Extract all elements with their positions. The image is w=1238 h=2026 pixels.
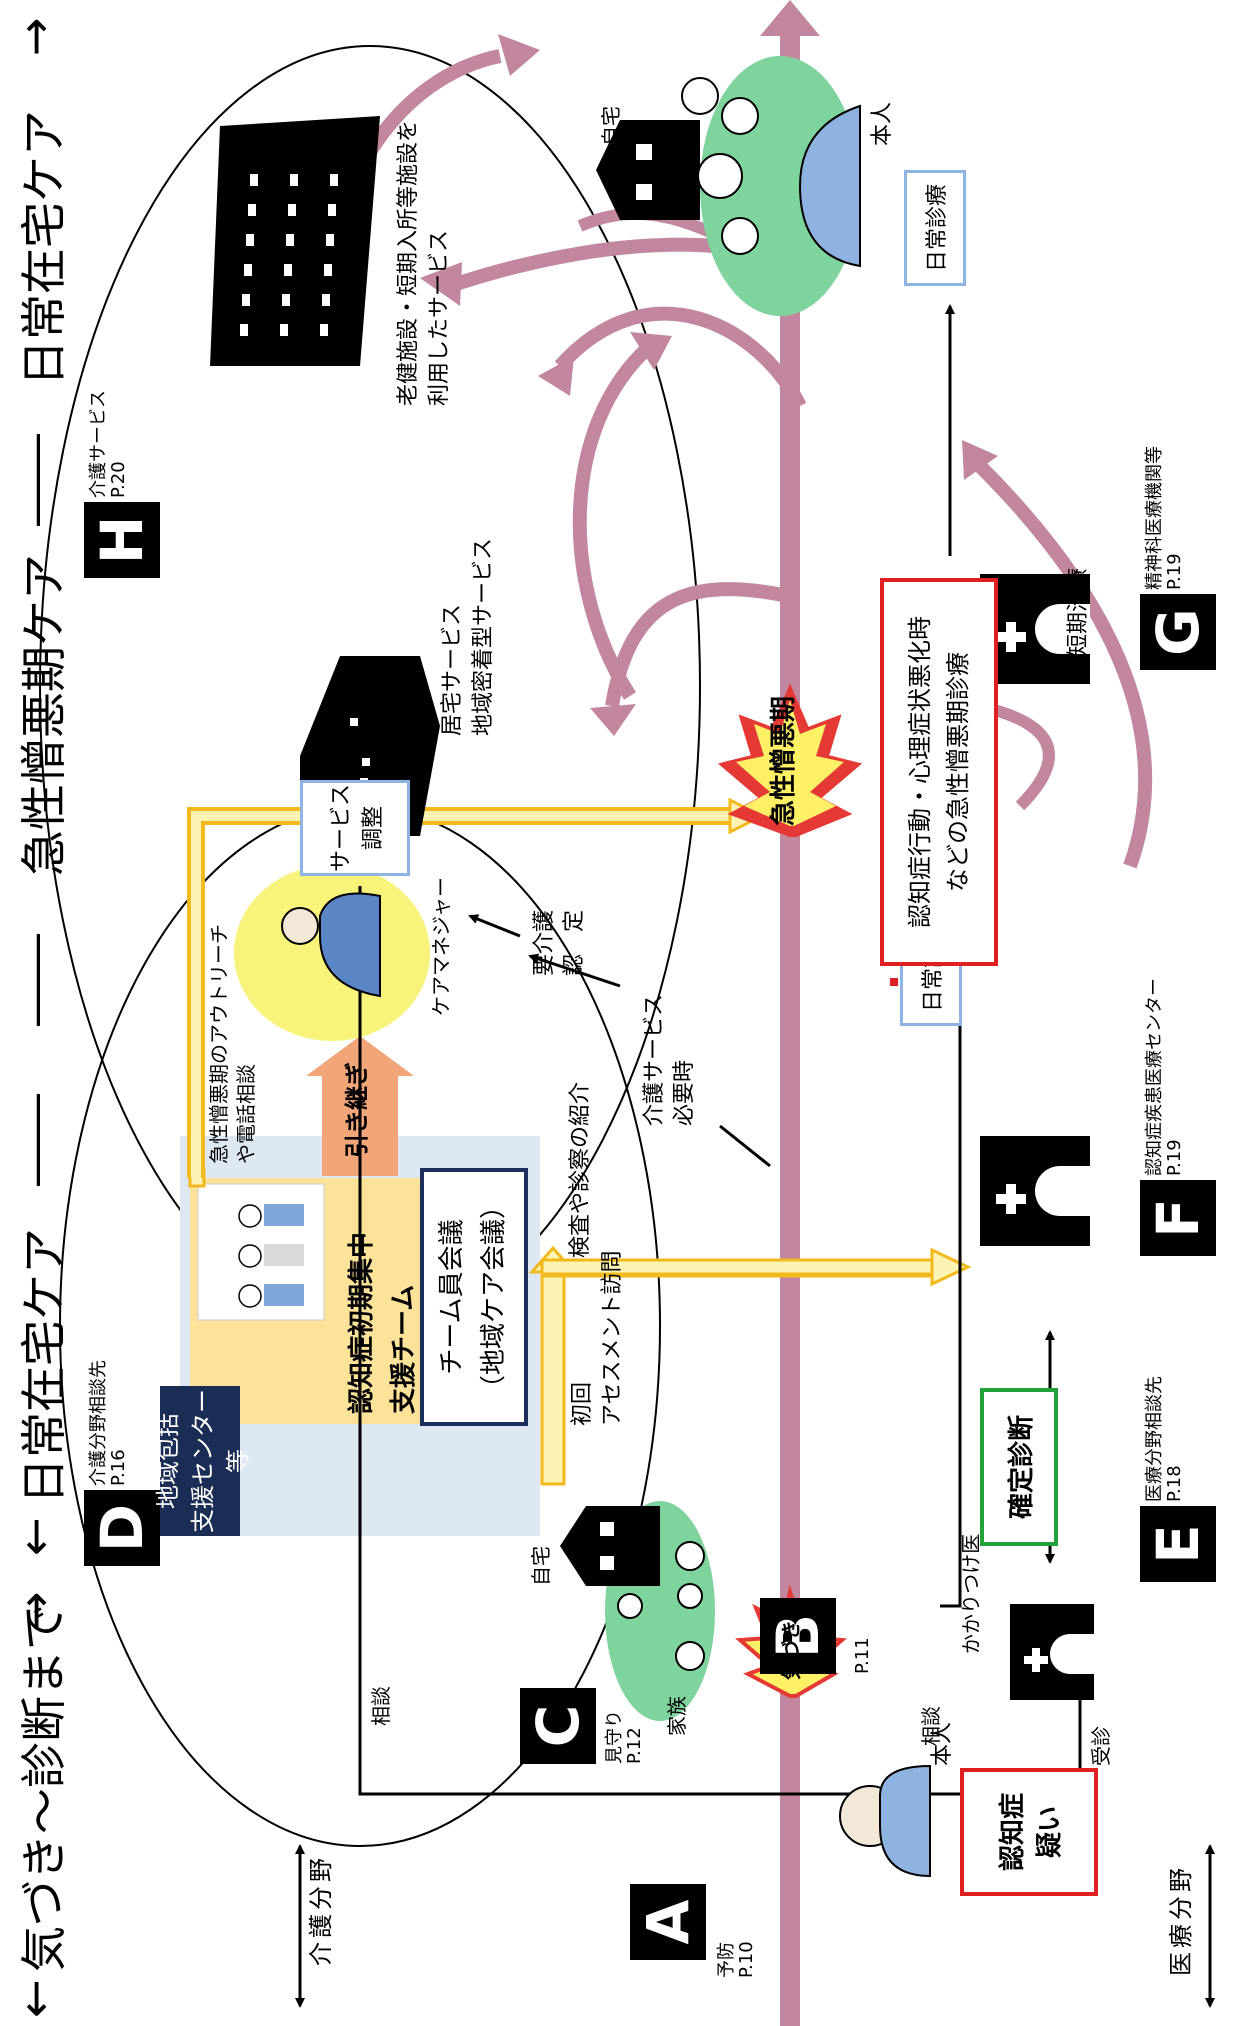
pink-curve-head-2 — [538, 356, 574, 396]
gp-label: かかりつけ医 — [959, 1533, 983, 1654]
phase-acute: 急性憎悪期ケア — [17, 554, 71, 876]
badge-d-page: P.16 — [108, 1449, 129, 1486]
team-people-icons — [238, 1204, 304, 1308]
home-label: 自宅 — [529, 1546, 553, 1586]
person-icon-patient — [839, 1764, 931, 1878]
badge-h-page: P.20 — [108, 461, 129, 498]
badge-a-page: P.10 — [736, 1941, 757, 1978]
pink-curve-head-1 — [590, 704, 636, 736]
badge-a-label: 予防 — [716, 1942, 737, 1978]
badge-h-label: 介護サービス — [88, 390, 109, 498]
badge-e-page: P.18 — [1164, 1465, 1185, 1502]
badge-b-page: P.11 — [852, 1637, 873, 1674]
home-services-label: 居宅サービス 地域密着型サービス — [440, 537, 496, 736]
pink-curve-medical-loop — [975, 461, 1153, 869]
pink-curve-head-5 — [498, 34, 540, 76]
exam-referral-label: 検査や診察の紹介 — [568, 1081, 593, 1258]
phase-arrow-right: → — [8, 1591, 62, 1630]
badge-c-label: 見守り — [604, 1710, 625, 1764]
home-building-icon — [560, 1506, 660, 1586]
pink-curve-head-3 — [630, 332, 672, 370]
badge-e-label: 医療分野相談先 — [1144, 1376, 1165, 1502]
badge-c-page: P.12 — [624, 1727, 645, 1764]
care-needed-label: 介護サービス 必要時 — [642, 993, 697, 1126]
phase-sep-3: ―― — [8, 434, 62, 526]
badge-a: A — [630, 1884, 706, 1960]
badge-g-label: 精神科医療機関等 — [1144, 446, 1165, 590]
team-meeting-box: チーム員会議 （地域ケア会議） — [420, 1168, 528, 1426]
awareness-label: 気づき — [779, 1620, 803, 1680]
visit-label: 受診 — [1089, 1726, 1113, 1766]
medical-field-label: 医療分野 — [1167, 1864, 1195, 1976]
community-center-box: 地域包括 支援センター等 — [154, 1386, 252, 1536]
badge-c: C — [520, 1688, 596, 1764]
pink-curve-to-home — [554, 306, 807, 410]
phase-arrow-left-2: ← — [8, 1517, 62, 1556]
consult-label-medical: 相談 — [919, 1706, 943, 1746]
badge-f-page: P.19 — [1164, 1139, 1185, 1176]
phase-home-care-2: 日常在宅ケア — [17, 110, 71, 386]
suspected-dementia-box: 認知症 疑い — [960, 1768, 1098, 1896]
family-people-icons — [617, 1541, 705, 1671]
hospital-icon-f — [980, 1136, 1090, 1246]
acute-burst-label: 急性憎悪期 — [769, 695, 799, 826]
confirmed-diagnosis-box: 確定診断 — [980, 1388, 1058, 1546]
initial-assessment-label: 初回 アセスメント訪問 — [570, 1250, 625, 1426]
phase-sep-2: ―― — [8, 934, 62, 1026]
acute-treatment-box — [890, 978, 898, 986]
badge-f-label: 認知症疾患医療センター — [1144, 978, 1165, 1176]
consult-label-left: 相談 — [369, 1686, 393, 1726]
acute-burst-inner — [736, 700, 844, 826]
hospital-icon-g — [980, 574, 1090, 684]
gp-line — [940, 926, 962, 1608]
routine-care-box-2: 日常診療 — [904, 170, 966, 286]
facility-building-icon — [210, 116, 380, 366]
clinic-icon-e — [1010, 1604, 1094, 1700]
outreach-label: 急性憎悪期のアウトリーチ や電話相談 — [207, 924, 258, 1164]
certification-arrow — [468, 914, 521, 938]
care-needed-arrow — [528, 953, 621, 988]
phase-arrow-right-2: → — [8, 17, 62, 56]
home-building-icon-right — [596, 120, 700, 220]
acute-care-box: 認知症行動・心理症状悪化時 などの急性憎悪期診療 — [880, 578, 998, 966]
certification-label: 要介護 認 定 — [532, 909, 587, 976]
main-progress-arrow — [760, 0, 820, 2026]
phase-home-care-1: 日常在宅ケア — [17, 1228, 71, 1504]
phase-sep-1: ―― — [8, 1094, 62, 1186]
yellow-arrow-exam-referral — [540, 1247, 972, 1287]
service-adjust-box: サービス 調整 — [300, 780, 410, 876]
consult-line-left — [358, 886, 820, 1796]
short-treatment-label: 短期治療 — [1066, 567, 1091, 656]
care-manager-person-icon — [281, 892, 381, 998]
badge-e: E — [1140, 1506, 1216, 1582]
badge-g-page: P.19 — [1164, 553, 1185, 590]
person-label-right: 本人 — [870, 101, 895, 146]
phase-prediagnosis: 気づき～診断まで — [17, 1604, 71, 1972]
badge-f: F — [1140, 1180, 1216, 1256]
badge-h: H — [84, 502, 160, 578]
badge-d-label: 介護分野相談先 — [88, 1360, 109, 1486]
home-label-right: 自宅 — [599, 106, 623, 146]
care-needed-to-spine — [719, 1124, 771, 1168]
care-manager-label: ケアマネジャー — [429, 877, 453, 1016]
handover-label: 引き継ぎ — [343, 1062, 371, 1158]
initial-team-label: 認知症初期集中 支援チーム — [347, 1231, 419, 1414]
family-label: 家族 — [665, 1696, 689, 1736]
pink-curve-head-6 — [962, 440, 998, 480]
phase-arrow-left: ← — [8, 1979, 62, 2018]
pink-curve-home-services-2 — [572, 340, 655, 700]
family-people-icons-right — [681, 77, 861, 268]
care-field-label: 介護分野 — [307, 1854, 335, 1966]
pink-curve-head-4 — [420, 262, 462, 306]
badge-g: G — [1140, 594, 1216, 670]
facility-services-label: 老健施設・短期入所等施設を 利用したサービス — [396, 119, 452, 406]
